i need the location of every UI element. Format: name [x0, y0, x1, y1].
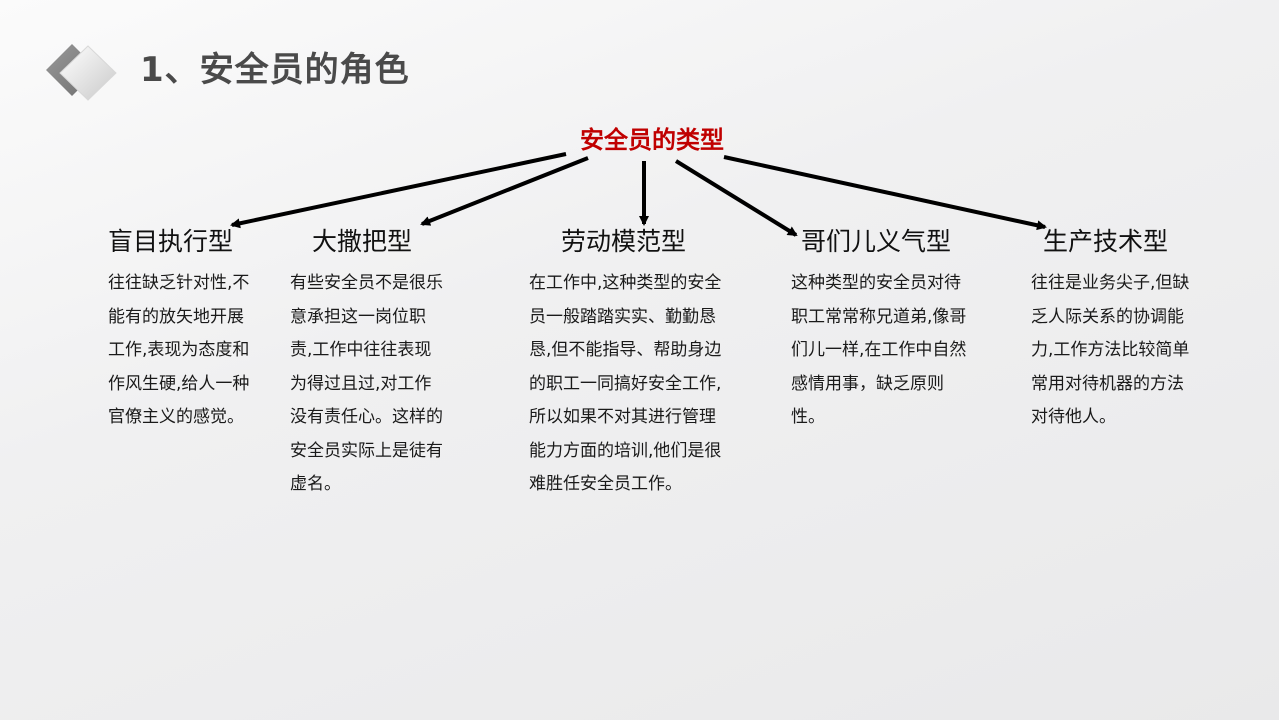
- node-description: 有些安全员不是很乐意承担这一岗位职责,工作中往往表现为得过且过,对工作没有责任心…: [290, 273, 443, 494]
- root-node-label: 安全员的类型: [580, 126, 724, 154]
- node-description: 这种类型的安全员对待职工常常称兄道弟,像哥们儿一样,在工作中自然感情用事，缺乏原…: [791, 273, 967, 427]
- node-blind-execution: 盲目执行型 往往缺乏针对性,不能有的放矢地开展工作,表现为态度和作风生硬,给人一…: [108, 225, 250, 435]
- node-hands-off: 大撒把型 有些安全员不是很乐意承担这一岗位职责,工作中往往表现为得过且过,对工作…: [290, 225, 448, 502]
- diamond-icon: [46, 44, 117, 101]
- arrow-to-node-2: [420, 156, 589, 226]
- node-buddy-loyalty: 哥们儿义气型 这种类型的安全员对待职工常常称兄道弟,像哥们儿一样,在工作中自然感…: [791, 225, 969, 435]
- node-title: 大撒把型: [312, 227, 413, 256]
- node-model-worker: 劳动模范型 在工作中,这种类型的安全员一般踏踏实实、勤勤恳恳,但不能指导、帮助身…: [529, 225, 725, 502]
- arrow-to-node-4: [674, 159, 798, 237]
- node-description: 往往是业务尖子,但缺乏人际关系的协调能力,工作方法比较简单常用对待机器的方法对待…: [1031, 273, 1190, 427]
- arrow-to-node-5: [723, 155, 1047, 231]
- arrow-to-node-1: [230, 152, 567, 229]
- node-title: 盲目执行型: [108, 227, 234, 256]
- node-title: 劳动模范型: [561, 227, 687, 256]
- node-description: 在工作中,这种类型的安全员一般踏踏实实、勤勤恳恳,但不能指导、帮助身边的职工一同…: [529, 273, 722, 494]
- node-title: 哥们儿义气型: [801, 227, 952, 256]
- node-description: 往往缺乏针对性,不能有的放矢地开展工作,表现为态度和作风生硬,给人一种官僚主义的…: [108, 273, 250, 427]
- node-technical: 生产技术型 往往是业务尖子,但缺乏人际关系的协调能力,工作方法比较简单常用对待机…: [1031, 225, 1193, 435]
- page-title: 1、安全员的角色: [140, 50, 410, 90]
- node-title: 生产技术型: [1043, 227, 1169, 256]
